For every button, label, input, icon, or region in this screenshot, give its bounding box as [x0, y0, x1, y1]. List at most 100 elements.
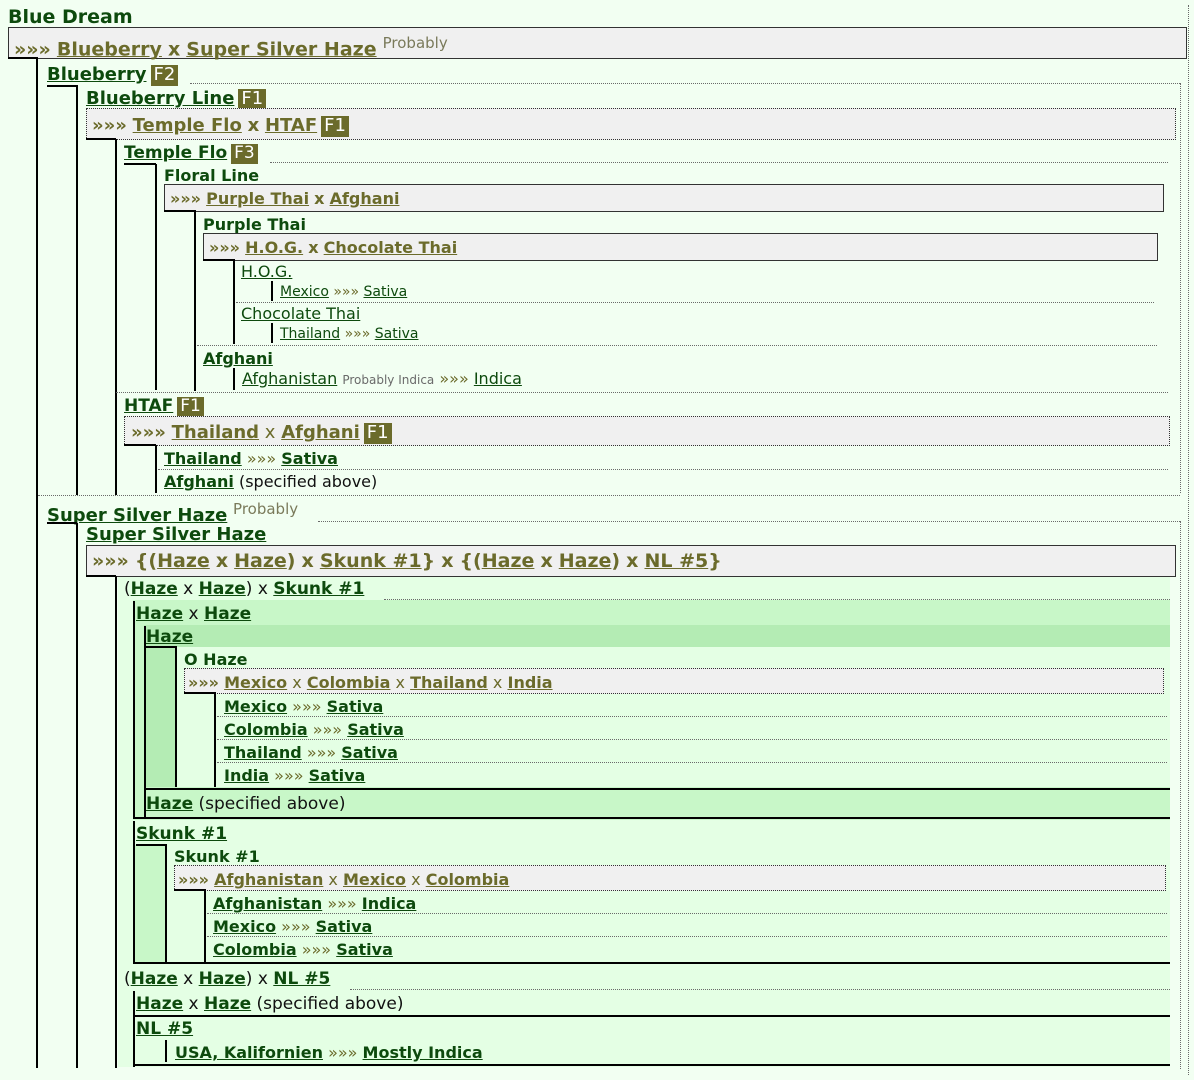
outer-right-border — [1188, 5, 1189, 1075]
link-haze-i[interactable]: Haze — [146, 627, 194, 647]
link-blueberry[interactable]: Blueberry — [56, 38, 162, 61]
link-colombia-3[interactable]: Colombia — [224, 720, 308, 739]
link-haze-d[interactable]: Haze — [558, 550, 612, 572]
link-temple-flo-title[interactable]: Temple Flo — [124, 143, 228, 163]
link-sativa-4[interactable]: Sativa — [326, 697, 384, 716]
ssh-inner-tree-head — [86, 575, 116, 577]
link-mexico-3[interactable]: Mexico — [224, 697, 288, 716]
link-nl5-b[interactable]: NL #5 — [273, 969, 331, 989]
link-haze-m[interactable]: Haze — [136, 994, 184, 1014]
link-afghanistan-2[interactable]: Afghanistan — [214, 870, 324, 889]
link-mexico-4[interactable]: Mexico — [342, 870, 407, 889]
link-haze-a[interactable]: Haze — [157, 550, 210, 572]
link-mexico[interactable]: Mexico — [280, 284, 329, 300]
link-blueberry-title[interactable]: Blueberry — [47, 64, 147, 85]
ohaze-tree-head — [184, 692, 216, 694]
skunk-inner-title: Skunk #1 — [174, 847, 260, 866]
link-indica-2[interactable]: Indica — [361, 894, 417, 913]
link-thailand-3[interactable]: Thailand — [164, 449, 242, 468]
ssh-tree-line — [76, 523, 78, 1068]
haze-tree-head — [144, 646, 177, 648]
link-htaf-title[interactable]: HTAF — [124, 396, 174, 416]
link-hog[interactable]: H.O.G. — [245, 238, 304, 257]
link-haze-n[interactable]: Haze — [204, 994, 252, 1014]
link-afghani-title[interactable]: Afghani — [203, 349, 273, 368]
link-ssh-title[interactable]: Super Silver Haze — [47, 505, 228, 526]
tf-tree-line — [155, 164, 157, 390]
tf-dotted — [270, 162, 1168, 163]
link-india[interactable]: India — [507, 673, 553, 692]
link-afghani-2[interactable]: Afghani — [281, 422, 360, 443]
link-haze-h[interactable]: Haze — [204, 604, 252, 624]
pt-cross: »»» H.O.G. x Chocolate Thai — [209, 238, 458, 257]
skunk-inner-tree-head — [174, 889, 206, 891]
link-usa[interactable]: USA, Kalifornien — [175, 1043, 323, 1062]
link-blueberry-line[interactable]: Blueberry Line — [86, 88, 235, 109]
bbl-tree-head — [86, 138, 116, 140]
ohaze-cross: »»» Mexico x Colombia x Thailand x India — [188, 673, 553, 692]
link-india-2[interactable]: India — [224, 766, 270, 785]
link-haze-k[interactable]: Haze — [130, 969, 178, 989]
link-mexico-5[interactable]: Mexico — [213, 917, 277, 936]
hh-left-line — [133, 601, 135, 819]
bbl-tree-line — [115, 139, 117, 495]
link-skunk-c[interactable]: Skunk #1 — [136, 824, 228, 844]
hh2-row: Haze x Haze (specified above) — [136, 994, 404, 1014]
link-mexico-2[interactable]: Mexico — [224, 673, 288, 692]
link-haze-b[interactable]: Haze — [234, 550, 287, 572]
link-sativa-6[interactable]: Sativa — [341, 743, 398, 762]
link-haze-j[interactable]: Haze — [146, 794, 194, 814]
skunk-bg — [133, 820, 1170, 965]
link-nl5-c[interactable]: NL #5 — [136, 1019, 194, 1039]
link-afghani[interactable]: Afghani — [329, 189, 400, 208]
link-purple-thai[interactable]: Purple Thai — [206, 189, 310, 208]
link-super-silver-haze[interactable]: Super Silver Haze — [186, 38, 377, 61]
link-skunk-a[interactable]: Skunk #1 — [319, 550, 422, 572]
link-sativa-8[interactable]: Sativa — [315, 917, 373, 936]
link-indica[interactable]: Indica — [473, 369, 522, 388]
hhn-dotted — [350, 989, 1170, 990]
link-colombia-4[interactable]: Colombia — [425, 870, 510, 889]
link-sativa-2[interactable]: Sativa — [374, 326, 419, 342]
link-chocolate-thai[interactable]: Chocolate Thai — [323, 238, 458, 257]
ohaze-row-india: India »»» Sativa — [224, 766, 366, 785]
af-origin: Afghanistan Probably Indica »»» Indica — [242, 369, 522, 388]
skr-d1 — [207, 913, 1167, 914]
choc-dotted — [197, 345, 1157, 346]
hh-title: Haze x Haze — [136, 604, 252, 624]
link-afghanistan-3[interactable]: Afghanistan — [213, 894, 323, 913]
nl5-bottom — [133, 1064, 1170, 1066]
haze-title: Haze — [146, 629, 193, 646]
hh2-bottom — [133, 1015, 1170, 1017]
link-sativa-3[interactable]: Sativa — [281, 449, 338, 468]
link-haze-e[interactable]: Haze — [130, 579, 178, 599]
link-mostly-indica[interactable]: Mostly Indica — [362, 1043, 483, 1062]
link-temple-flo[interactable]: Temple Flo — [132, 115, 242, 136]
link-htaf[interactable]: HTAF — [264, 115, 318, 136]
haze-spec-row: Haze (specified above) — [146, 794, 346, 814]
link-thailand[interactable]: Thailand — [280, 326, 341, 342]
link-sativa-5[interactable]: Sativa — [347, 720, 404, 739]
ohr-d2 — [217, 739, 1167, 740]
link-haze-g[interactable]: Haze — [136, 604, 184, 624]
link-sativa[interactable]: Sativa — [363, 284, 408, 300]
link-afghanistan[interactable]: Afghanistan — [242, 369, 338, 388]
link-haze-l[interactable]: Haze — [198, 969, 246, 989]
link-thailand-5[interactable]: Thailand — [224, 743, 302, 762]
link-haze-c[interactable]: Haze — [481, 550, 535, 572]
link-ssh-inner[interactable]: Super Silver Haze — [86, 524, 267, 545]
bb-tree-head — [47, 85, 77, 87]
link-skunk-b[interactable]: Skunk #1 — [273, 579, 365, 599]
link-haze-f[interactable]: Haze — [198, 579, 246, 599]
link-colombia-5[interactable]: Colombia — [213, 940, 297, 959]
link-nl5-a[interactable]: NL #5 — [644, 550, 709, 572]
hog-origin: Mexico »»» Sativa — [280, 284, 408, 300]
link-sativa-9[interactable]: Sativa — [336, 940, 393, 959]
link-sativa-7[interactable]: Sativa — [308, 766, 366, 785]
link-thailand-4[interactable]: Thailand — [410, 673, 488, 692]
link-colombia-2[interactable]: Colombia — [306, 673, 391, 692]
htaf-row-thailand: Thailand »»» Sativa — [164, 449, 338, 468]
link-thailand-2[interactable]: Thailand — [171, 422, 260, 443]
link-afghani-3[interactable]: Afghani — [164, 472, 234, 491]
